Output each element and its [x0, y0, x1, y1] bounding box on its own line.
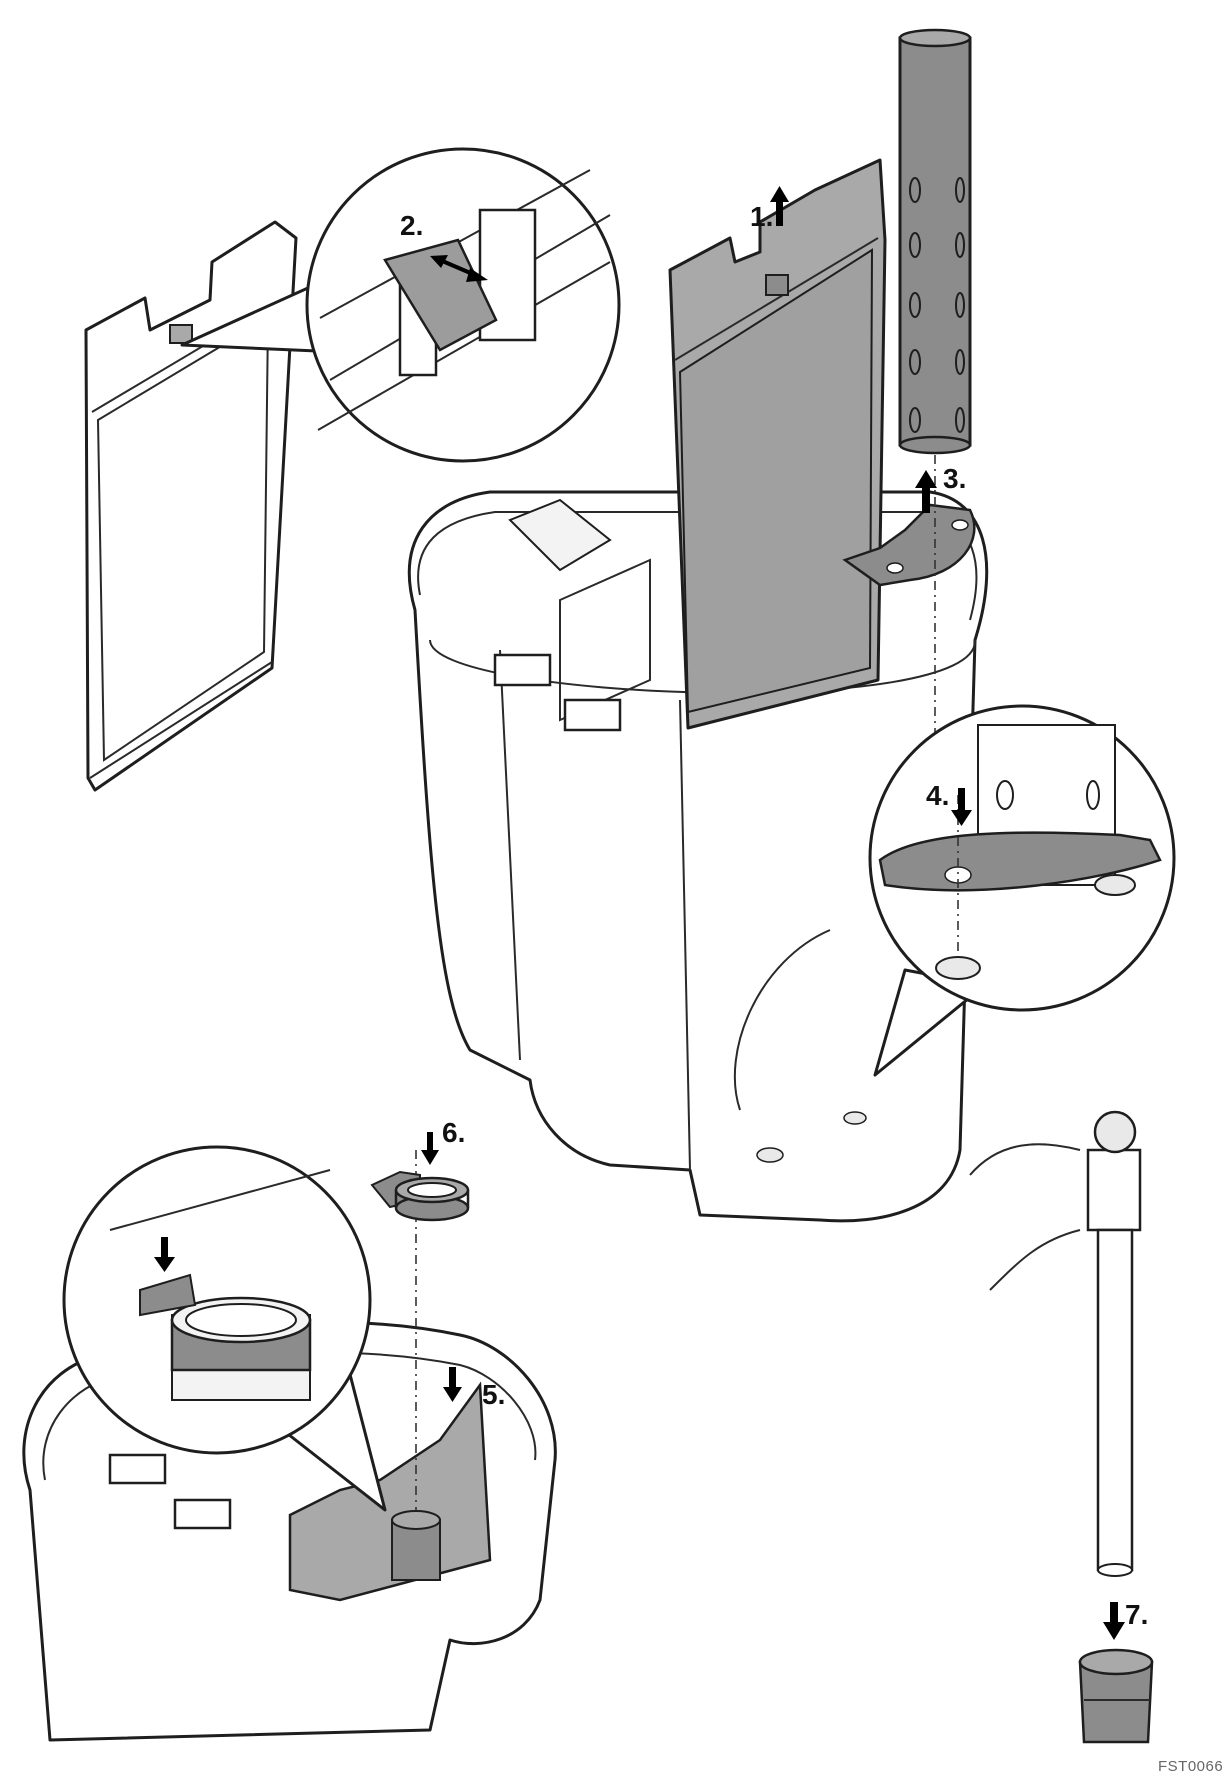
- double-arrow-icon: [430, 255, 488, 282]
- figure-code: FST0066: [1158, 1758, 1223, 1775]
- step-label-3: 3.: [943, 463, 966, 494]
- filter-cartridge-step1: [668, 158, 887, 730]
- step-label-5: 5.: [482, 1379, 505, 1410]
- filter-panel-removed: [84, 220, 298, 792]
- perforated-tube: [898, 28, 972, 455]
- detail-circle-ring: [62, 1145, 387, 1512]
- arrow-down-icon: [421, 1132, 439, 1165]
- heater-cap: [1078, 1648, 1154, 1744]
- clip-ring: [370, 1170, 470, 1222]
- arrow-down-icon: [951, 788, 972, 826]
- step-label-7: 7.: [1125, 1599, 1148, 1630]
- arrow-up-icon: [770, 186, 789, 226]
- step-label-6: 6.: [442, 1117, 465, 1148]
- detail-circle-bracket: [868, 704, 1176, 1077]
- step-label-1: 1.: [750, 201, 773, 232]
- detail-circle-clip: [180, 147, 621, 463]
- step-label-2: 2.: [400, 210, 423, 241]
- heater-rod: [969, 1110, 1142, 1577]
- arrow-up-icon: [915, 470, 937, 513]
- arrow-down-icon: [443, 1367, 462, 1402]
- arrow-down-icon: [1103, 1602, 1125, 1640]
- tube-bracket: [842, 503, 976, 587]
- arrow-down-icon: [154, 1237, 175, 1272]
- step-label-4: 4.: [926, 780, 949, 811]
